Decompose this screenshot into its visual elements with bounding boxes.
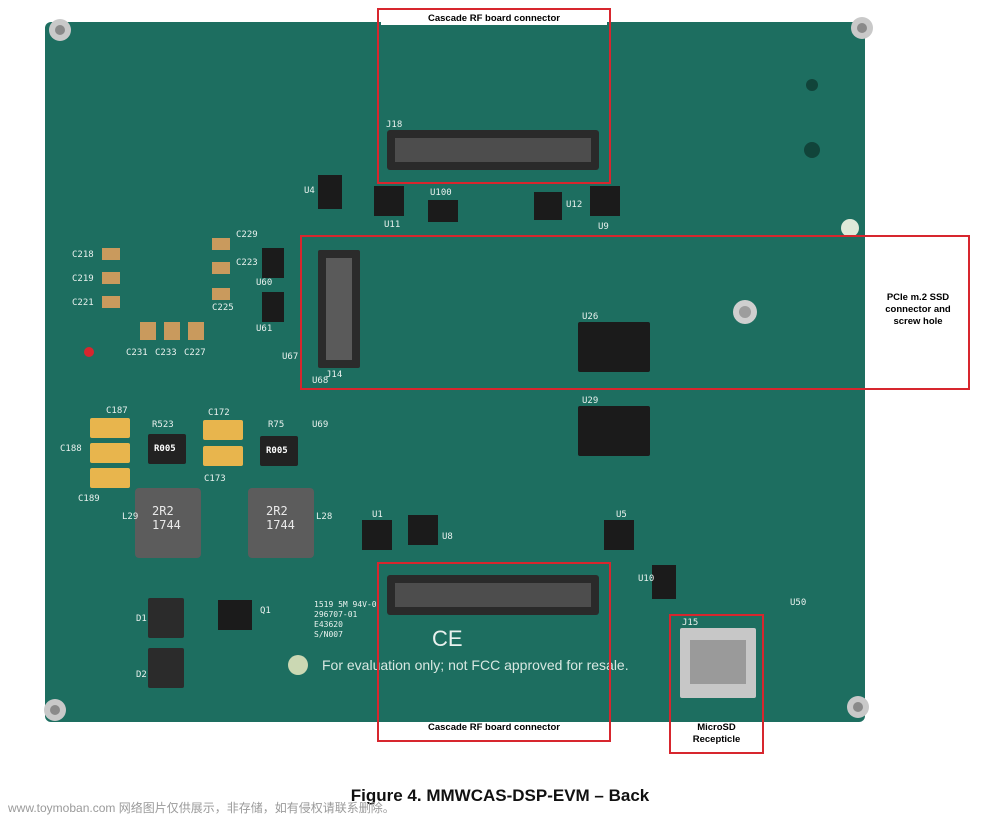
label-c227: C227 (184, 348, 206, 358)
label-c225: C225 (212, 303, 234, 313)
label-r75: R75 (268, 420, 285, 430)
label-j18: J18 (386, 120, 403, 130)
label-c218: C218 (72, 250, 94, 260)
label-inductor-right: 2R2 1744 (266, 504, 295, 532)
label-u11: U11 (384, 220, 401, 230)
standoff-bottom-left (44, 699, 66, 721)
label-c221: C221 (72, 298, 94, 308)
callout-microsd (669, 614, 764, 754)
label-u4: U4 (304, 186, 315, 196)
label-r005-left: R005 (154, 444, 176, 454)
label-c188: C188 (60, 444, 82, 454)
label-u61: U61 (256, 324, 273, 334)
label-d1: D1 (136, 614, 147, 624)
label-microsd: MicroSD Recepticle (673, 722, 760, 746)
standoff-bottom-right (847, 696, 869, 718)
label-pcie: PCIe m.2 SSD connector and screw hole (872, 292, 964, 328)
label-u29: U29 (582, 396, 599, 406)
label-q1: Q1 (260, 606, 271, 616)
callout-top-connector (377, 8, 611, 184)
label-c187: C187 (106, 406, 128, 416)
label-u1: U1 (372, 510, 383, 520)
label-u26: U26 (582, 312, 599, 322)
label-u50: U50 (790, 598, 807, 608)
chip-u29 (578, 406, 650, 456)
callout-bottom-connector (377, 562, 611, 742)
figure-caption: Figure 4. MMWCAS-DSP-EVM – Back (350, 786, 650, 805)
label-c223: C223 (236, 258, 258, 268)
label-inductor-left: 2R2 1744 (152, 504, 181, 532)
label-u67: U67 (282, 352, 299, 362)
watermark: www.toymoban.com 网络图片仅供展示，非存储，如有侵权请联系删除。 (8, 801, 395, 815)
standoff-top-right (851, 17, 873, 39)
label-d2: D2 (136, 670, 147, 680)
label-u69: U69 (312, 420, 329, 430)
label-u68: U68 (312, 376, 329, 386)
label-c173: C173 (204, 474, 226, 484)
label-u10: U10 (638, 574, 655, 584)
inductor-l29 (135, 488, 201, 558)
label-u100: U100 (430, 188, 452, 198)
label-u60: U60 (256, 278, 273, 288)
label-c219: C219 (72, 274, 94, 284)
ce-mark: CE (432, 626, 463, 651)
label-bottom-connector: Cascade RF board connector (381, 722, 607, 734)
label-u8: U8 (442, 532, 453, 542)
label-c231: C231 (126, 348, 148, 358)
label-u5: U5 (616, 510, 627, 520)
label-c229: C229 (236, 230, 258, 240)
label-top-connector: Cascade RF board connector (381, 13, 607, 25)
label-c189: C189 (78, 494, 100, 504)
label-j14: J14 (326, 370, 343, 380)
label-u9: U9 (598, 222, 609, 232)
label-r523: R523 (152, 420, 174, 430)
label-r005-right: R005 (266, 446, 288, 456)
fab-marking: 1519 5M 94V-0 296707-01 E43620 S/N007 (314, 600, 377, 639)
chip-u26 (578, 322, 650, 372)
label-c172: C172 (208, 408, 230, 418)
label-u12: U12 (566, 200, 583, 210)
label-c233: C233 (155, 348, 177, 358)
fcc-notice: For evaluation only; not FCC approved fo… (322, 657, 629, 673)
label-j15: J15 (682, 618, 699, 628)
label-l28: L28 (316, 512, 333, 522)
inductor-l28 (248, 488, 314, 558)
standoff-top-left (49, 19, 71, 41)
label-l29: L29 (122, 512, 139, 522)
callout-pcie (300, 235, 970, 390)
